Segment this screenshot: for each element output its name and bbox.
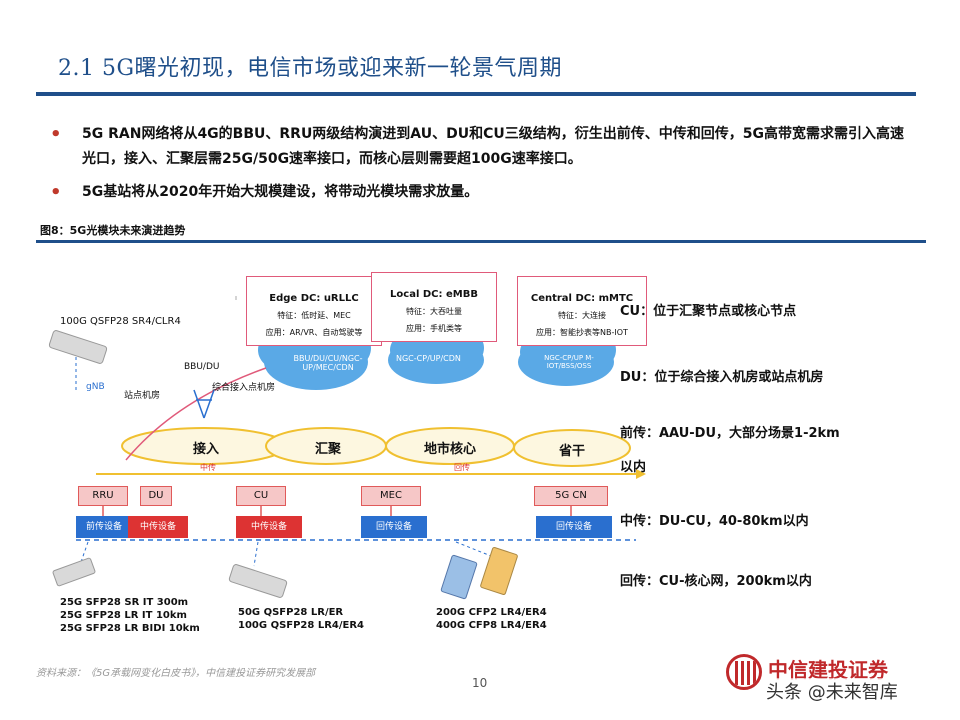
dc-box-local: Local DC: eMBB 特征：大吞吐量 应用：手机类等 — [371, 272, 497, 342]
module-label: 400G CFP8 LR4/ER4 — [436, 620, 547, 631]
gnb-label: gNB — [86, 382, 105, 392]
title-divider — [36, 92, 916, 96]
legend-item-fronthaul: 前传：AAU-DU，大部分场景1-2km — [620, 426, 840, 441]
bullet-item: • 5G基站将从2020年开始大规模建设，将带动光模块需求放量。 — [50, 180, 910, 205]
dc-box-central: Central DC: mMTC 特征：大连接 应用：智能抄表等NB-IOT — [517, 276, 647, 346]
layer-label: 接入 — [192, 442, 219, 457]
module-list: 25G SFP28 SR IT 300m 25G SFP28 LR IT 10k… — [60, 596, 200, 635]
bullet-text: 5G RAN网络将从4G的BBU、RRU两级结构演进到AU、DU和CU三级结构，… — [82, 126, 904, 167]
dc-feature: 特征：低时延、MEC — [277, 311, 351, 320]
equipment-box: 回传设备 — [536, 516, 612, 538]
optical-module-icon — [440, 547, 518, 600]
node-box-du: DU — [140, 486, 172, 506]
layer-label: 省干 — [558, 444, 585, 459]
module-label: 100G QSFP28 LR4/ER4 — [238, 620, 364, 631]
layer-ellipse-provincial — [513, 429, 631, 467]
watermark: 头条 @未来智库 — [762, 678, 902, 704]
dc-feature: 特征：大连接 — [558, 311, 606, 320]
transport-label: 中传 — [200, 463, 216, 472]
equipment-box: 回传设备 — [361, 516, 427, 538]
equipment-box: 中传设备 — [128, 516, 188, 538]
optical-module-icon — [52, 557, 96, 587]
legend-item-fronthaul-cont: 以内 — [620, 460, 647, 475]
bullet-dot-icon: • — [50, 124, 62, 145]
dc-app: 应用：手机类等 — [406, 324, 462, 333]
cloud-label: BBU/DU/CU/NGC-UP/MEC/CDN — [293, 354, 363, 372]
transport-label: 回传 — [454, 463, 470, 472]
module-label: 50G QSFP28 LR/ER — [238, 607, 344, 618]
node-box-rru: RRU — [78, 486, 128, 506]
bullet-item: • 5G RAN网络将从4G的BBU、RRU两级结构演进到AU、DU和CU三级结… — [50, 122, 910, 172]
module-list: 200G CFP2 LR4/ER4 400G CFP8 LR4/ER4 — [436, 606, 547, 632]
dc-box-edge: Edge DC: uRLLC 特征：低时延、MEC 应用：AR/VR、自动驾驶等 — [246, 276, 382, 346]
dc-feature: 特征：大吞吐量 — [406, 307, 462, 316]
legend-item-du: DU：位于综合接入机房或站点机房 — [620, 370, 824, 385]
dc-title: Edge DC: uRLLC — [269, 293, 359, 304]
layer-label: 汇聚 — [314, 442, 341, 457]
legend-item-cu: CU：位于汇聚节点或核心节点 — [620, 304, 797, 319]
node-box-mec: MEC — [361, 486, 421, 506]
legend-item-backhaul: 回传：CU-核心网，200km以内 — [620, 574, 812, 589]
access-point-label: 综合接入点机房 — [212, 383, 276, 393]
module-label: 25G SFP28 SR IT 300m — [60, 597, 189, 608]
layer-label: 地市核心 — [423, 442, 476, 457]
slide-title: 2.1 5G曙光初现，电信市场或迎来新一轮景气周期 — [58, 56, 563, 81]
node-box-cu: CU — [236, 486, 286, 506]
brand-logo-icon — [726, 654, 762, 690]
module-label: 200G CFP2 LR4/ER4 — [436, 607, 547, 618]
dc-title: Local DC: eMBB — [390, 289, 478, 300]
module-label: 100G QSFP28 SR4/CLR4 — [60, 316, 181, 327]
dc-title: Central DC: mMTC — [530, 293, 634, 304]
bbu-label: BBU/DU — [184, 362, 220, 372]
figure-divider — [36, 240, 926, 243]
equipment-box: 中传设备 — [236, 516, 302, 538]
antenna-icon — [193, 389, 215, 419]
module-label: 25G SFP28 LR IT 10km — [60, 610, 187, 621]
figure-label: 图8：5G光模块未来演进趋势 — [40, 224, 186, 237]
cloud-label: NGC-CP/UP/CDN — [396, 354, 461, 363]
bullet-dot-icon: • — [50, 182, 62, 203]
module-list: 50G QSFP28 LR/ER 100G QSFP28 LR4/ER4 — [238, 606, 364, 632]
optical-module-icon — [228, 564, 288, 598]
optical-module-icon — [48, 330, 108, 364]
bullet-list: • 5G RAN网络将从4G的BBU、RRU两级结构演进到AU、DU和CU三级结… — [50, 122, 910, 213]
source-note: 资料来源：《5G承载网变化白皮书》，中信建投证券研究发展部 — [36, 668, 316, 679]
bullet-text: 5G基站将从2020年开始大规模建设，将带动光模块需求放量。 — [82, 184, 479, 200]
page-number: 10 — [472, 676, 488, 690]
legend-item-midhaul: 中传：DU-CU，40-80km以内 — [620, 514, 809, 529]
dc-app: 应用：AR/VR、自动驾驶等 — [265, 328, 363, 337]
network-diagram: Edge DC: uRLLC 特征：低时延、MEC 应用：AR/VR、自动驾驶等… — [36, 250, 926, 650]
cloud-label: NGC-CP/UP M-IOT/BSS/OSS — [544, 354, 594, 370]
dc-app: 应用：智能抄表等NB-IOT — [536, 328, 628, 337]
module-label: 25G SFP28 LR BIDI 10km — [60, 623, 200, 634]
equipment-box: 前传设备 — [76, 516, 132, 538]
node-box-5gcn: 5G CN — [534, 486, 608, 506]
site-label: 站点机房 — [124, 391, 161, 401]
